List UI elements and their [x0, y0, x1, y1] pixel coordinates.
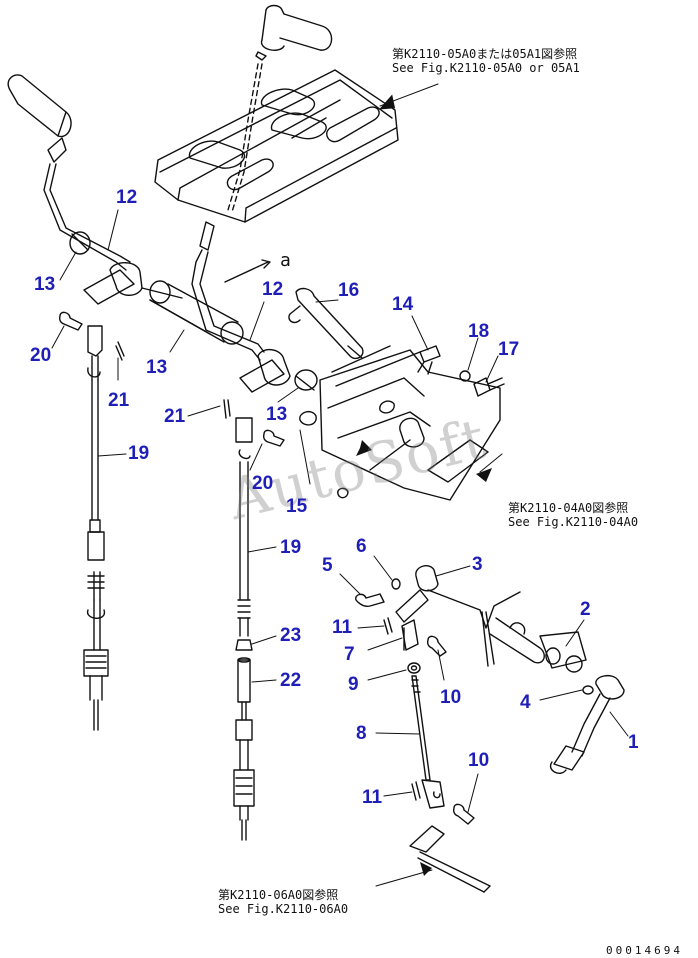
- lower-pedal-lever: [409, 825, 491, 893]
- pin-20-left: [58, 311, 83, 331]
- cotter-pin-11-upper: [383, 617, 393, 635]
- pin-10-lower: [452, 803, 475, 825]
- bushing-group: [69, 231, 318, 391]
- cable-19-right: [233, 417, 255, 841]
- reference-note-06A0: 第K2110-06A0図参照 See Fig.K2110-06A0: [218, 888, 348, 916]
- part-number-13-upper-left: 13: [34, 274, 56, 295]
- part-number-15: 15: [286, 496, 308, 517]
- reference-note-05A0: 第K2110-05A0または05A1図参照 See Fig.K2110-05A0…: [392, 47, 580, 75]
- direction-arrow-a: [224, 259, 271, 283]
- reference-arrows: [379, 94, 492, 876]
- reference-note-04A0: 第K2110-04A0図参照 See Fig.K2110-04A0: [508, 501, 638, 529]
- part-number-12-center: 12: [262, 279, 284, 300]
- shaft-2: [489, 617, 587, 673]
- part-number-3: 3: [472, 554, 483, 575]
- washer-6: [391, 578, 401, 590]
- part-number-22: 22: [280, 670, 302, 691]
- part-number-21-left: 21: [108, 390, 130, 411]
- part-number-10-lower: 10: [468, 750, 490, 771]
- clevis-7: [401, 619, 419, 651]
- reference-note-06A0-jp: 第K2110-06A0図参照: [218, 888, 339, 902]
- reference-note-06A0-en: See Fig.K2110-06A0: [218, 902, 349, 916]
- part-number-17: 17: [498, 339, 520, 360]
- part-number-19-left: 19: [128, 443, 150, 464]
- reference-note-04A0-jp: 第K2110-04A0図参照: [508, 501, 629, 515]
- cable-19-left: [83, 325, 109, 731]
- reference-note-05A0-en: See Fig.K2110-05A0 or 05A1: [392, 61, 580, 75]
- part-number-10-upper: 10: [440, 687, 462, 708]
- part-number-13-right: 13: [266, 404, 288, 425]
- console-cover: [154, 69, 399, 223]
- part-number-4: 4: [520, 692, 531, 713]
- shaft-16: [288, 287, 364, 360]
- direction-arrow-15: [320, 440, 372, 462]
- catalog-number: 00014694: [606, 944, 683, 957]
- part-number-18: 18: [468, 321, 490, 342]
- part-number-11-lower: 11: [362, 787, 383, 808]
- part-number-14: 14: [392, 294, 414, 315]
- part-number-2: 2: [580, 599, 591, 620]
- part-number-13-center: 13: [146, 357, 168, 378]
- part-number-11-upper: 11: [332, 617, 353, 638]
- reference-note-05A0-jp: 第K2110-05A0または05A1図参照: [392, 47, 578, 61]
- bolt-5: [355, 593, 385, 608]
- part-number-8: 8: [356, 723, 367, 744]
- lever-1: [549, 674, 625, 774]
- part-number-1: 1: [628, 732, 639, 753]
- part-number-5: 5: [322, 555, 333, 576]
- pin-4: [582, 685, 594, 695]
- part-number-16: 16: [338, 280, 360, 301]
- left-shift-lever: [7, 74, 211, 335]
- part-number-21-right: 21: [164, 406, 186, 427]
- bracket-assembly: [299, 345, 501, 501]
- upper-shift-lever: [191, 4, 333, 393]
- part-number-7: 7: [344, 644, 355, 665]
- part-number-12-left: 12: [116, 187, 138, 208]
- part-number-20-left: 20: [30, 345, 52, 366]
- part-number-20-right: 20: [252, 473, 274, 494]
- washer-18: [459, 370, 471, 382]
- direction-label-a: a: [280, 250, 291, 271]
- nut-9: [407, 662, 421, 674]
- part-number-9: 9: [348, 674, 359, 695]
- pin-10-upper: [426, 635, 447, 657]
- reference-note-04A0-en: See Fig.K2110-04A0: [508, 515, 639, 529]
- bolt-14: [417, 345, 441, 375]
- cotter-pin-21-left: [115, 341, 125, 361]
- part-number-6: 6: [356, 536, 367, 557]
- cotter-pin-11-lower: [411, 781, 421, 801]
- part-number-19-right: 19: [280, 537, 302, 558]
- bolt-17: [473, 377, 505, 397]
- rod-8: [411, 675, 445, 809]
- lever-3: [395, 565, 521, 667]
- pin-20-right: [262, 429, 285, 447]
- cotter-pin-21-right: [223, 399, 231, 419]
- part-number-23: 23: [280, 625, 302, 646]
